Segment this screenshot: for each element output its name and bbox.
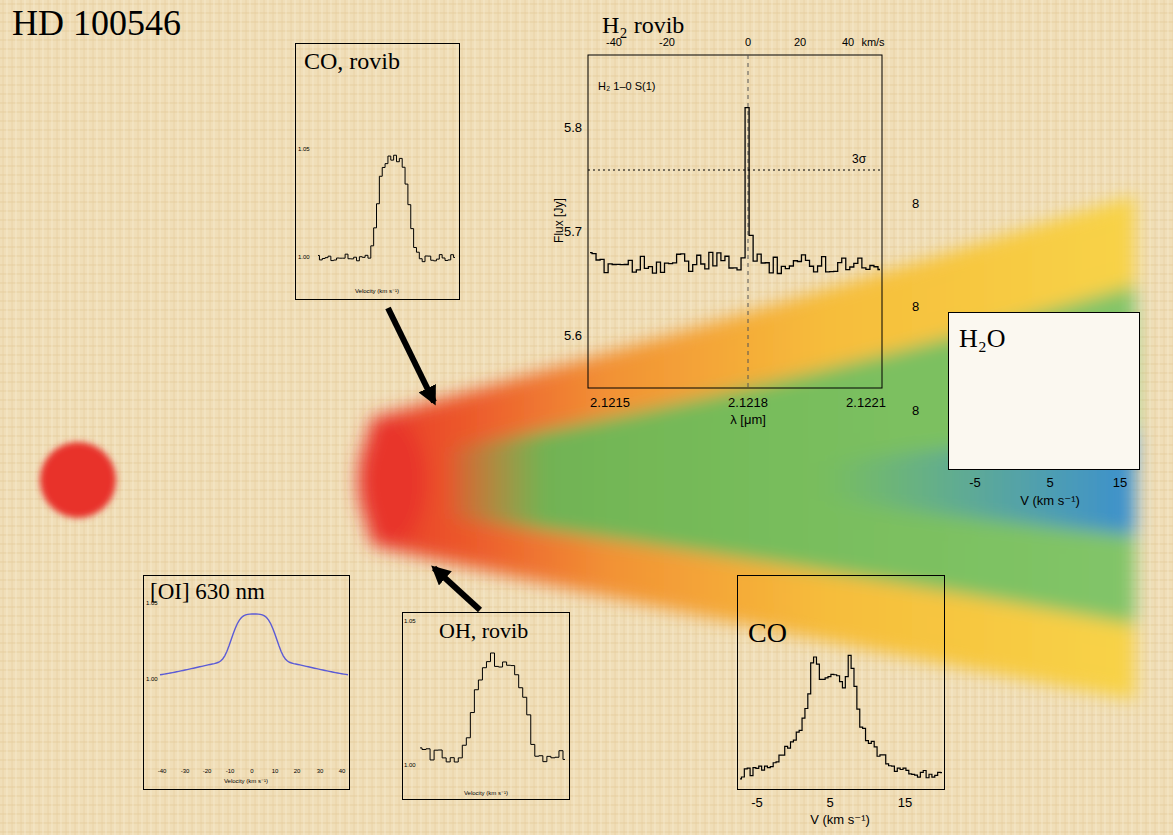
axis-label: 2.1215 — [590, 396, 630, 410]
axis-label: V (km s⁻¹) — [810, 813, 870, 827]
axis-label: Velocity (km s⁻¹) — [464, 790, 508, 797]
axis-label: km/s — [861, 36, 884, 48]
axis-label: 10 — [272, 768, 279, 775]
spectrum-line — [740, 655, 942, 778]
axis-label: 20 — [794, 36, 806, 48]
axis-label: 0 — [745, 36, 751, 48]
panel-title: [OI] 630 nm — [150, 579, 345, 604]
spectrum-line — [590, 108, 880, 274]
axis-label: Flux [Jy] — [553, 198, 566, 243]
panel-title: OH, rovib — [439, 619, 565, 643]
panel-title: CO, rovib — [304, 48, 455, 74]
panel-title: H₂ rovib — [602, 12, 716, 38]
axis-label: λ [μm] — [730, 413, 766, 427]
axis-label: 40 — [842, 36, 854, 48]
star — [40, 442, 116, 518]
spectrum-panel: [OI] 630 nm — [143, 575, 350, 790]
axis-label: -20 — [203, 768, 212, 775]
axis-label: 1.05 — [146, 600, 158, 607]
axis-label: 1.00 — [146, 676, 158, 683]
axis-label: -5 — [751, 796, 763, 810]
axis-label: -20 — [659, 36, 675, 48]
axis-label: 15 — [1113, 476, 1127, 490]
spectrum-panel: CO — [737, 575, 945, 790]
axis-label: 5.8 — [564, 121, 582, 135]
axis-label: -5 — [969, 476, 981, 490]
plot-frame — [588, 55, 882, 388]
axis-label: 0 — [250, 768, 253, 775]
axis-label: 8 — [912, 197, 919, 211]
axis-label: 2.1218 — [728, 396, 768, 410]
inner-rim — [358, 419, 426, 543]
axis-label: 30 — [317, 768, 324, 775]
axis-label: 8 — [912, 300, 919, 314]
pointer-arrow — [388, 308, 434, 402]
plot-frames — [588, 55, 882, 388]
axis-label: 1.00 — [404, 762, 416, 769]
axis-label: -40 — [606, 36, 622, 48]
axis-label: -10 — [226, 768, 235, 775]
axis-label: 5.6 — [564, 329, 582, 343]
axis-label: 20 — [294, 768, 301, 775]
axis-label: 1.05 — [404, 618, 416, 625]
spectrum-panel: CO, rovib — [295, 43, 460, 300]
axis-label: 3σ — [852, 153, 866, 166]
three-sigma-line — [588, 170, 882, 171]
axis-label: 2.1221 — [846, 396, 886, 410]
spectrum-line — [160, 614, 348, 675]
axis-label: 1.05 — [298, 146, 310, 153]
spectrum-panel: OH, rovib — [402, 612, 570, 800]
axis-label: Velocity (km s⁻¹) — [224, 778, 268, 785]
axis-label: 1.00 — [298, 254, 310, 261]
axis-label: 5.7 — [564, 225, 582, 239]
spectrum-line — [420, 653, 565, 762]
axis-label: 8 — [912, 404, 919, 418]
diagram-title: HD 100546 — [12, 4, 181, 44]
axis-label: 15 — [898, 796, 912, 810]
line-centre — [748, 55, 749, 388]
panel-title: CO — [748, 618, 940, 649]
axis-label: Velocity (km s⁻¹) — [355, 288, 399, 295]
pointer-arrow — [434, 568, 480, 610]
axis-label: H₂ 1–0 S(1) — [598, 80, 655, 92]
axis-label: 40 — [339, 768, 346, 775]
axis-label: 5 — [1046, 476, 1053, 490]
axis-label: -30 — [181, 768, 190, 775]
axis-label: V (km s⁻¹) — [1020, 494, 1080, 508]
panel-title: H₂O — [959, 325, 1135, 354]
axis-label: -40 — [158, 768, 167, 775]
spectrum-line — [318, 155, 455, 261]
axis-label: 5 — [826, 796, 833, 810]
spectrum-panel: H₂O — [948, 312, 1140, 470]
